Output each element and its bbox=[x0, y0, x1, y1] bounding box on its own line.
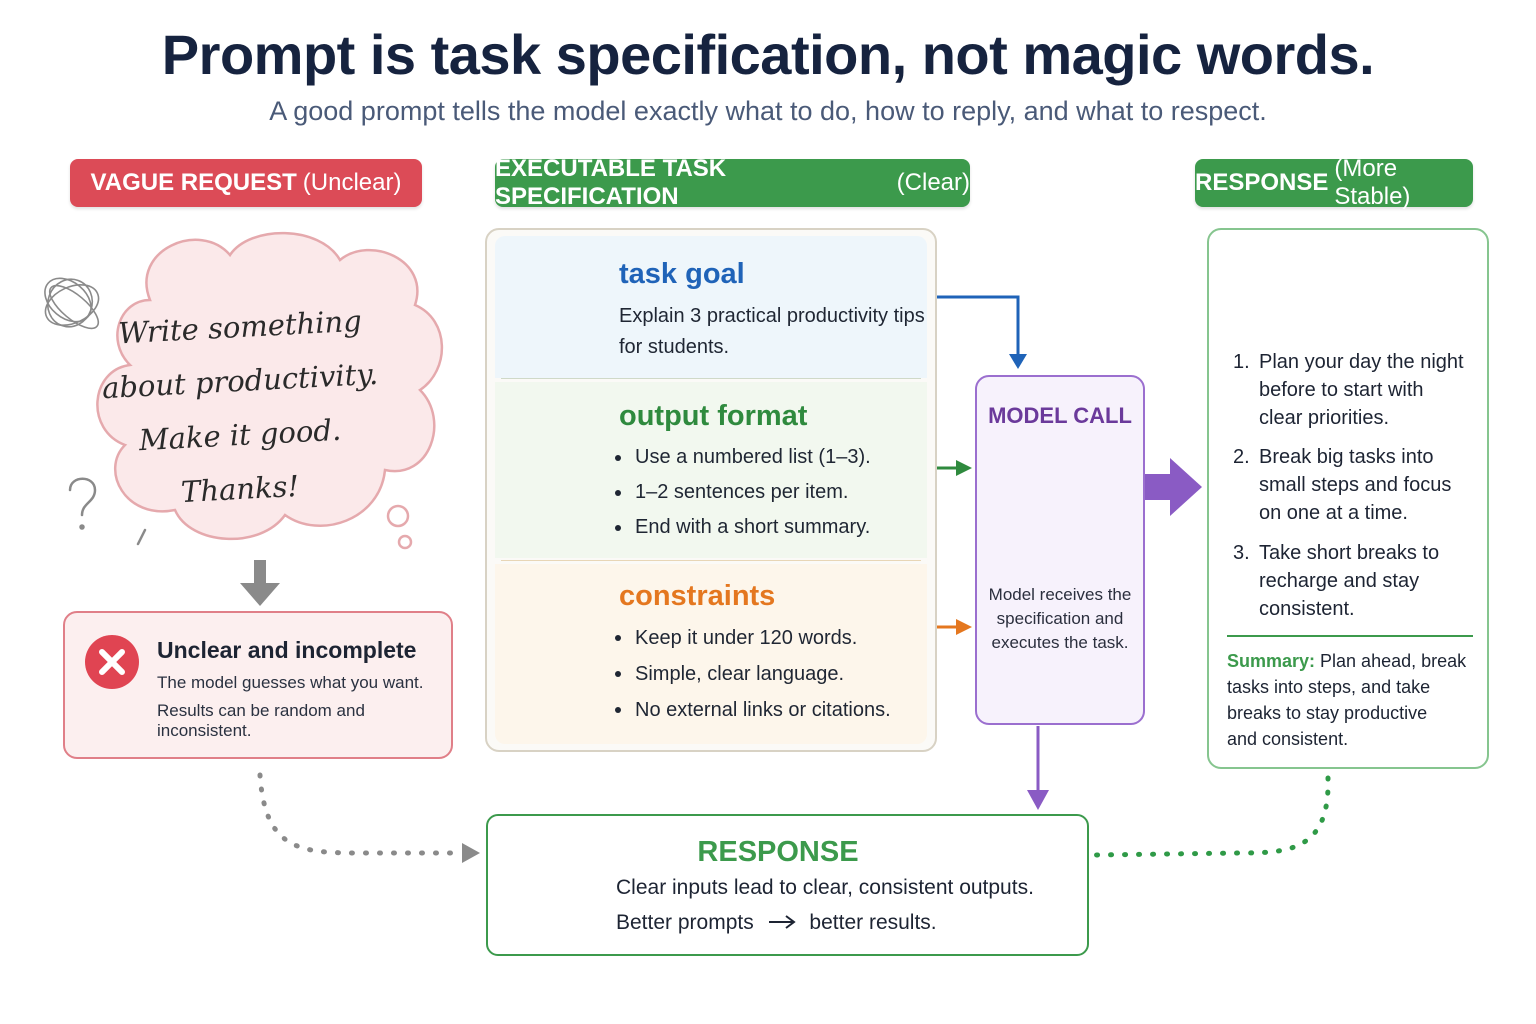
bottom-response-title: RESPONSE bbox=[697, 836, 859, 868]
model-call-line: executes the task. bbox=[991, 633, 1129, 652]
response-item-number: 1. bbox=[1233, 351, 1250, 373]
task-goal-line: Explain 3 practical productivity tips bbox=[619, 305, 925, 327]
scribble-icon bbox=[44, 277, 100, 330]
constraints-list: Keep it under 120 words. Simple, clear l… bbox=[613, 620, 891, 728]
arrow-constraints-to-model bbox=[937, 619, 972, 635]
response-item-line: on one at a time. bbox=[1259, 502, 1408, 524]
output-format-item: Use a numbered list (1–3). bbox=[613, 440, 871, 475]
stable-response-label: RESPONSE bbox=[1195, 169, 1329, 196]
model-call-line: specification and bbox=[996, 609, 1124, 628]
model-call-title: MODEL CALL bbox=[988, 403, 1132, 428]
summary-divider bbox=[1227, 635, 1473, 637]
model-call-description: Model receives the specification and exe… bbox=[983, 583, 1137, 655]
constraint-item: Keep it under 120 words. bbox=[613, 620, 891, 656]
bottom-response-line: Better prompts better results. bbox=[616, 911, 937, 935]
unclear-result-line: The model guesses what you want. bbox=[157, 673, 424, 692]
summary-line: breaks to stay productive bbox=[1227, 703, 1428, 723]
vague-request-qualifier: (Unclear) bbox=[302, 169, 402, 196]
response-summary: Summary: Plan ahead, break tasks into st… bbox=[1227, 648, 1477, 752]
dotted-path-unclear-to-response bbox=[257, 772, 480, 863]
response-item-line: clear priorities. bbox=[1259, 407, 1390, 429]
arrow-model-to-response bbox=[1145, 458, 1202, 516]
response-item-line: consistent. bbox=[1259, 598, 1355, 620]
constraint-item: No external links or citations. bbox=[613, 692, 891, 728]
task-goal-title: task goal bbox=[619, 258, 745, 290]
bottom-response-line: Clear inputs lead to clear, consistent o… bbox=[616, 876, 1034, 899]
dotted-path-response-to-bottom bbox=[1092, 775, 1331, 858]
vague-request-header: VAGUE REQUEST (Unclear) bbox=[70, 159, 422, 207]
stable-response-qualifier: (More Stable) bbox=[1334, 155, 1411, 210]
bottom-line-part: better results. bbox=[809, 911, 937, 934]
response-item: 3. Take short breaks to recharge and sta… bbox=[1233, 539, 1483, 629]
response-item-number: 2. bbox=[1233, 446, 1250, 468]
page-title: Prompt is task specification, not magic … bbox=[161, 23, 1375, 86]
summary-line: tasks into steps, and take bbox=[1227, 677, 1431, 697]
task-spec-qualifier: (Clear) bbox=[896, 169, 970, 196]
thought-cloud-icon bbox=[96, 231, 444, 550]
summary-label: Summary: bbox=[1227, 651, 1316, 671]
unclear-result-title: Unclear and incomplete bbox=[157, 637, 417, 663]
task-goal-section: task goal Explain 3 practical productivi… bbox=[495, 236, 927, 378]
model-call-line: Model receives the bbox=[988, 585, 1132, 604]
task-spec-panel: task goal Explain 3 practical productivi… bbox=[485, 228, 937, 752]
error-x-icon bbox=[85, 635, 139, 689]
model-call-card: MODEL CALL Model receives the specificat… bbox=[975, 375, 1145, 725]
response-item-line: Take short breaks to bbox=[1259, 542, 1440, 564]
right-arrow-icon bbox=[768, 911, 796, 935]
output-format-title: output format bbox=[619, 400, 808, 432]
response-item-line: before to start with bbox=[1259, 379, 1424, 401]
response-item-line: Plan your day the night bbox=[1259, 351, 1464, 373]
stable-response-header: RESPONSE (More Stable) bbox=[1195, 155, 1473, 210]
section-divider bbox=[501, 378, 921, 379]
section-divider bbox=[501, 560, 921, 561]
response-item-line: recharge and stay bbox=[1259, 570, 1420, 592]
vague-request-text: Write something about productivity. Make… bbox=[70, 300, 410, 516]
task-spec-header: EXECUTABLE TASK SPECIFICATION (Clear) bbox=[495, 155, 970, 210]
constraints-section: constraints Keep it under 120 words. Sim… bbox=[495, 564, 927, 744]
arrow-goal-to-model bbox=[937, 295, 1027, 369]
output-format-item: 1–2 sentences per item. bbox=[613, 475, 871, 510]
summary-line: Plan ahead, break bbox=[1315, 651, 1467, 671]
page-subtitle: A good prompt tells the model exactly wh… bbox=[269, 96, 1267, 126]
vague-request-label: VAGUE REQUEST bbox=[90, 169, 297, 196]
output-format-item: End with a short summary. bbox=[613, 510, 871, 545]
task-spec-label: EXECUTABLE TASK SPECIFICATION bbox=[495, 155, 727, 210]
arrow-model-to-bottom bbox=[1027, 726, 1049, 810]
response-item-line: Break big tasks into bbox=[1259, 446, 1434, 468]
bottom-response-card: RESPONSE Clear inputs lead to clear, con… bbox=[486, 814, 1089, 956]
output-format-list: Use a numbered list (1–3). 1–2 sentences… bbox=[613, 440, 871, 545]
bottom-line-part: Better prompts bbox=[616, 911, 754, 934]
unclear-result-card: Unclear and incomplete The model guesses… bbox=[63, 611, 453, 759]
constraint-item: Simple, clear language. bbox=[613, 656, 891, 692]
output-format-section: output format Use a numbered list (1–3).… bbox=[495, 382, 927, 558]
arrow-cloud-to-unclear bbox=[240, 560, 280, 606]
task-goal-line: for students. bbox=[619, 336, 730, 358]
constraints-title: constraints bbox=[619, 580, 776, 612]
summary-line: and consistent. bbox=[1227, 729, 1349, 749]
question-mark-icon bbox=[68, 477, 147, 546]
stable-response-card: 1. Plan your day the night before to sta… bbox=[1207, 228, 1489, 769]
unclear-result-line: Results can be random and inconsistent. bbox=[157, 701, 365, 740]
response-item: 2. Break big tasks into small steps and … bbox=[1233, 443, 1483, 533]
response-item-number: 3. bbox=[1233, 542, 1250, 564]
response-item: 1. Plan your day the night before to sta… bbox=[1233, 348, 1483, 438]
arrow-format-to-model bbox=[937, 460, 972, 476]
response-item-line: small steps and focus bbox=[1259, 474, 1452, 496]
